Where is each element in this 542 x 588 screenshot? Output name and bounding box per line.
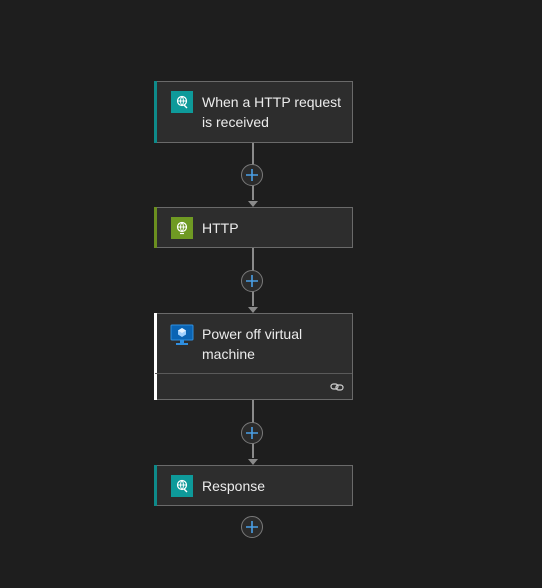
step-title: When a HTTP request is received <box>202 94 342 130</box>
add-step-button[interactable] <box>241 422 263 444</box>
plus-icon <box>246 521 258 533</box>
add-step-button[interactable] <box>241 270 263 292</box>
step-title: Response <box>202 478 266 494</box>
azure-vm-icon <box>169 323 195 347</box>
connector-arrow <box>248 307 258 313</box>
step-accent-bar <box>154 465 157 506</box>
plus-icon <box>246 427 258 439</box>
add-step-button[interactable] <box>241 516 263 538</box>
workflow-step-power-off-vm[interactable]: Power off virtual machine <box>154 313 353 400</box>
link-icon[interactable] <box>330 380 344 398</box>
step-accent-bar <box>154 81 157 143</box>
step-accent-bar <box>154 207 157 248</box>
step-footer <box>155 373 352 399</box>
workflow-step-http-trigger[interactable]: When a HTTP request is received <box>154 81 353 143</box>
http-globe-icon <box>171 217 193 239</box>
add-step-button[interactable] <box>241 164 263 186</box>
workflow-step-response[interactable]: Response <box>154 465 353 506</box>
step-accent-bar <box>154 313 157 400</box>
connector-arrow <box>248 201 258 207</box>
connector-arrow <box>248 459 258 465</box>
http-request-trigger-icon <box>171 91 193 113</box>
step-title: Power off virtual machine <box>202 326 303 362</box>
plus-icon <box>246 169 258 181</box>
step-title: HTTP <box>202 220 239 236</box>
plus-icon <box>246 275 258 287</box>
workflow-step-http[interactable]: HTTP <box>154 207 353 248</box>
response-icon <box>171 475 193 497</box>
